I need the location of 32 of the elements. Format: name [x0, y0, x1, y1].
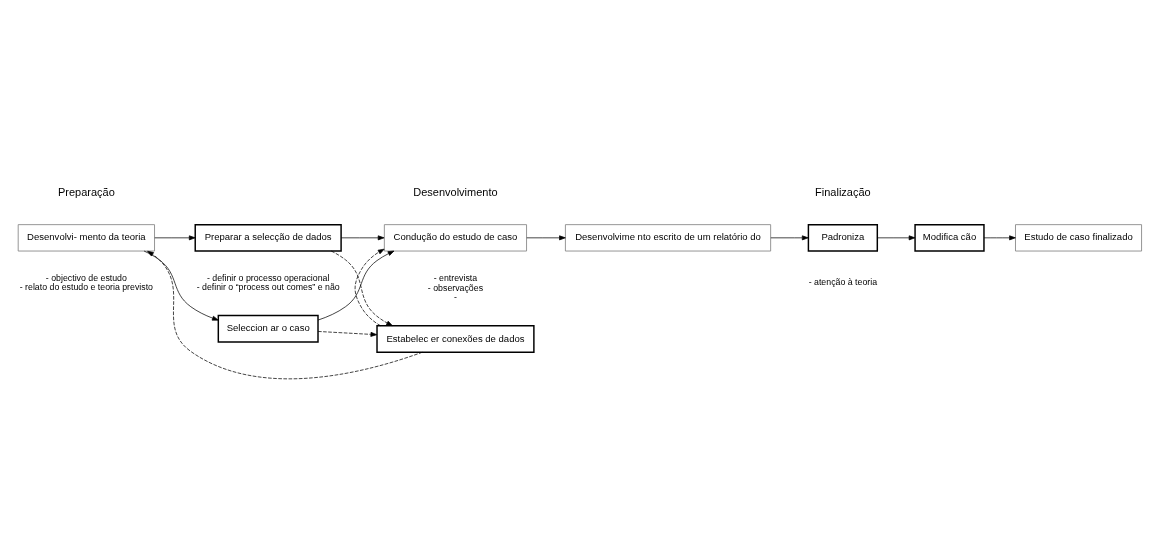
node-label: - definir o “process out comes” e não: [196, 282, 340, 293]
arrow: [526, 235, 566, 241]
arrow: [330, 250, 393, 327]
node-label: - observações: [427, 282, 484, 293]
arrow: [340, 235, 385, 241]
label: Preparação: [57, 185, 115, 198]
node-label: - definir o processo operacional: [206, 272, 330, 283]
node-label: - relato do estudo e teoria previsto: [19, 282, 153, 293]
node-box: Desenvolvi- mento da teoria: [17, 224, 155, 252]
node-box: Estabelec er conexões de dados: [376, 325, 535, 353]
node-box: Preparar a selecção de dados: [194, 223, 342, 252]
node-box: Seleccion ar o caso: [217, 314, 319, 343]
arrow: [147, 250, 423, 380]
arrow: [317, 250, 395, 321]
node-label: - atenção à teoria: [808, 276, 878, 287]
label: Desenvolvimento: [413, 185, 498, 198]
node-label: - entrevista: [433, 273, 478, 284]
node-label: - objectivo de estudo: [45, 272, 127, 283]
arrow: [877, 235, 916, 241]
node-label: -: [453, 292, 457, 303]
arrow: [770, 235, 809, 241]
node-box: Condução do estudo de caso: [383, 224, 527, 252]
label: Finalização: [815, 185, 871, 198]
node-box: Modifica cão: [914, 223, 985, 252]
arrow: [317, 331, 378, 337]
arrow: [143, 250, 219, 321]
node-box: Desenvolvime nto escrito de um relatório do: [564, 224, 772, 252]
node-box: Estudo de caso finalizado: [1015, 224, 1142, 252]
arrow: [154, 235, 196, 241]
arrow: [983, 235, 1016, 241]
arrow: [354, 248, 385, 327]
node-box: Padroniza: [807, 223, 879, 252]
